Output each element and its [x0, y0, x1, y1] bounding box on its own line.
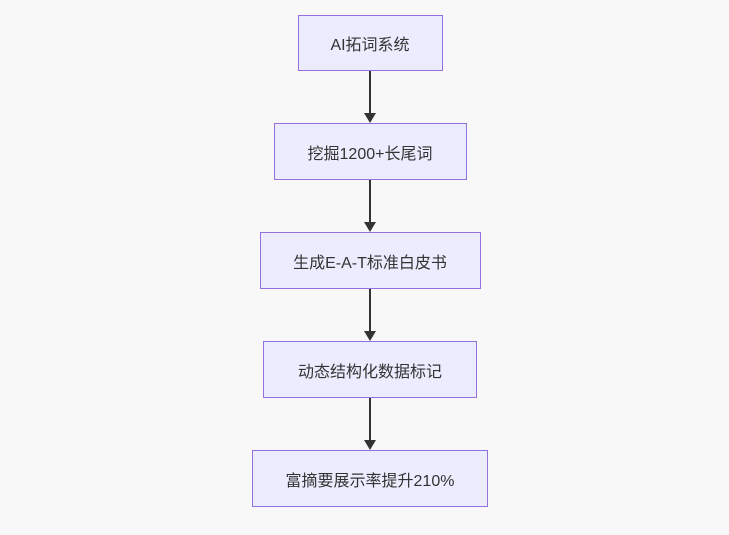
arrow-down-1 — [364, 71, 376, 123]
arrow-down-4 — [364, 398, 376, 450]
arrowhead-icon — [364, 113, 376, 123]
arrowhead-icon — [364, 222, 376, 232]
arrow-down-2 — [364, 180, 376, 232]
arrow-shaft — [369, 398, 371, 440]
flowchart-node-longtail-mining: 挖掘1200+长尾词 — [273, 123, 467, 180]
flowchart-node-ai-keyword-system: AI拓词系统 — [297, 15, 443, 71]
flowchart-node-eat-whitepaper: 生成E-A-T标准白皮书 — [259, 232, 481, 289]
arrow-shaft — [369, 289, 371, 331]
arrow-shaft — [369, 71, 371, 113]
arrow-shaft — [369, 180, 371, 222]
arrowhead-icon — [364, 440, 376, 450]
arrowhead-icon — [364, 331, 376, 341]
flowchart-node-structured-data-markup: 动态结构化数据标记 — [263, 341, 477, 398]
flowchart-column: AI拓词系统 挖掘1200+长尾词 生成E-A-T标准白皮书 动态结构化数据标记… — [0, 15, 729, 507]
flowchart-node-rich-snippet-rate: 富摘要展示率提升210% — [252, 450, 488, 507]
arrow-down-3 — [364, 289, 376, 341]
